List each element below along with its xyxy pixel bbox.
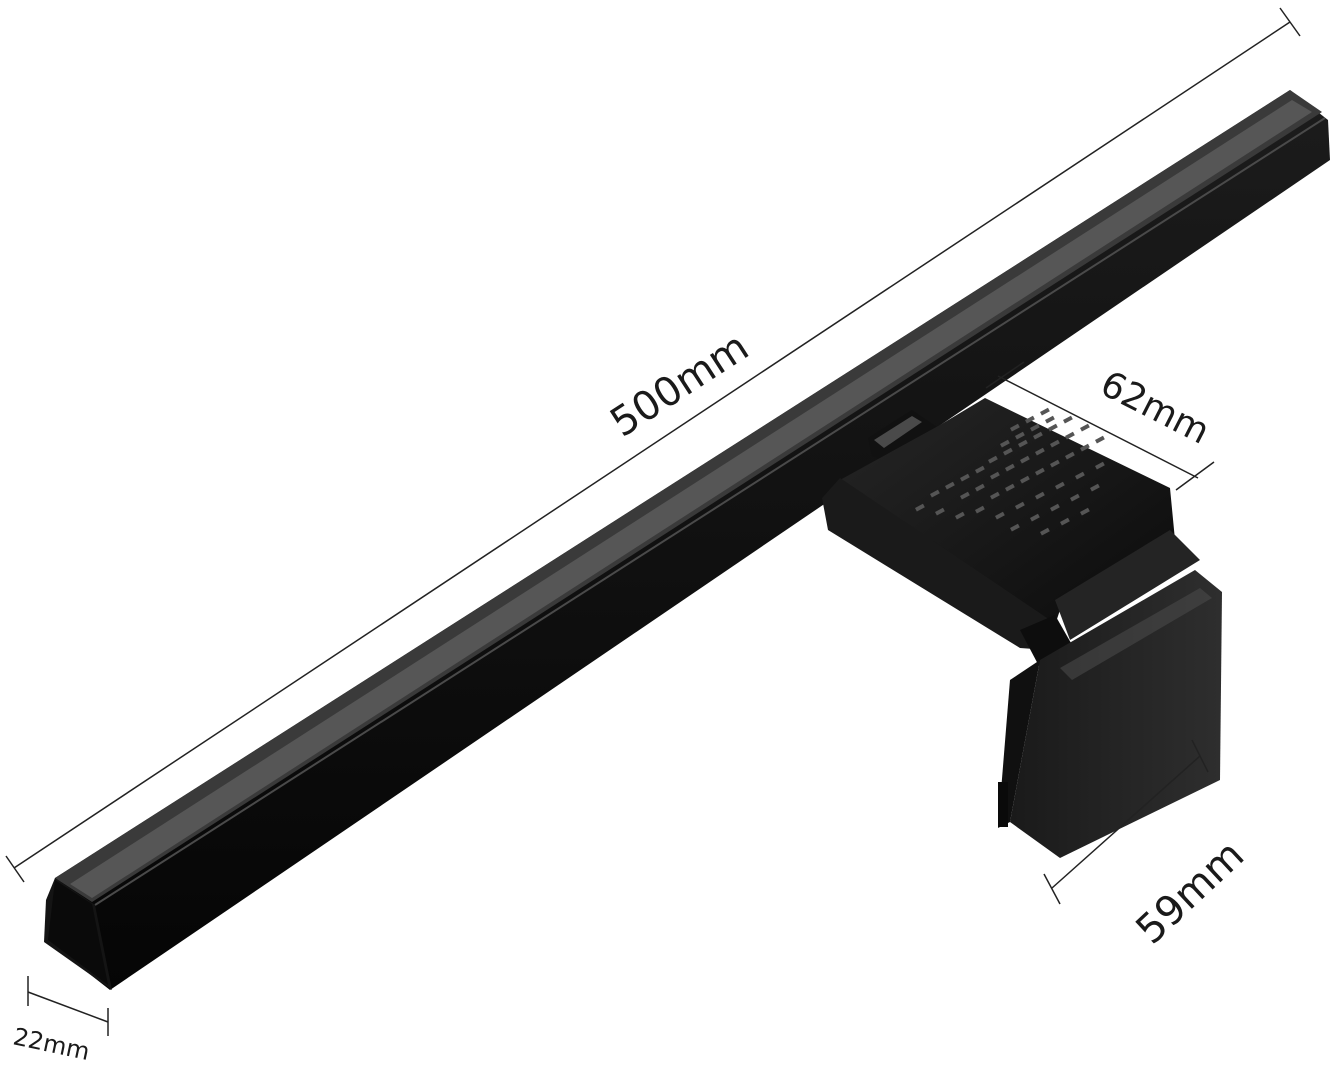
length-dimension-line xyxy=(13,21,1291,869)
clamp-width-dimension-line xyxy=(997,375,1199,479)
light-bar-top-shine xyxy=(70,100,1312,898)
light-bar-edge xyxy=(94,117,1326,906)
clamp-depth-tick-right xyxy=(1191,739,1209,773)
clamp-depth-tick-left xyxy=(1043,873,1061,905)
clamp-depth-label: 59mm xyxy=(1127,832,1253,954)
clamp-vent-holes xyxy=(915,407,1105,536)
light-bar-front xyxy=(46,90,1330,990)
clamp-front-face xyxy=(1010,570,1222,858)
bar-width-dimension-line xyxy=(27,991,109,1023)
length-tick-left xyxy=(5,855,25,883)
clamp-depth-dimension-line xyxy=(1051,755,1201,889)
clamp-width-tick-left xyxy=(985,361,1025,389)
length-label: 500mm xyxy=(602,324,756,447)
light-bar-end-cap-shade xyxy=(48,880,108,985)
bar-width-label: 22mm xyxy=(11,1022,92,1065)
clamp-ridge xyxy=(1055,530,1200,640)
clamp-width-label: 62mm xyxy=(1094,363,1216,452)
dimension-lines xyxy=(5,7,1301,1036)
length-tick-right xyxy=(1279,7,1301,37)
clamp-front-shine xyxy=(1060,588,1212,680)
clamp-width-tick-right xyxy=(1175,461,1215,491)
hinge-highlight xyxy=(874,416,922,448)
clamp-tab xyxy=(998,782,1008,827)
clamp-plate-lip xyxy=(822,478,1050,650)
clamp-front-side xyxy=(998,660,1040,828)
light-bar xyxy=(44,90,1330,990)
monitor-clamp xyxy=(822,398,1222,858)
